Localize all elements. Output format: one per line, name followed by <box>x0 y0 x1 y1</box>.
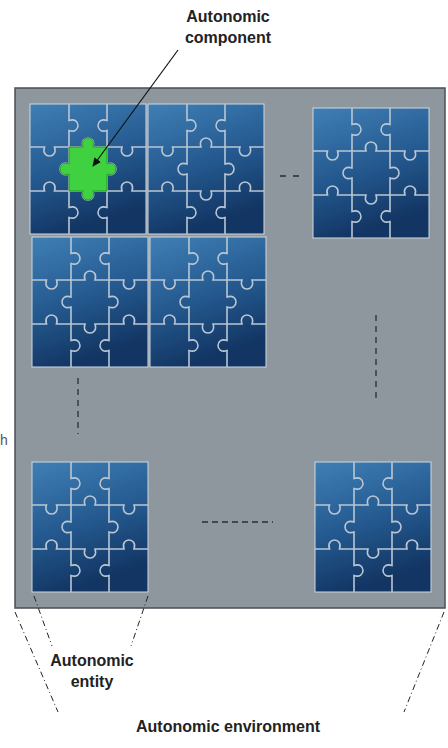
environment-panel <box>15 88 445 608</box>
bracket-lines <box>15 596 444 712</box>
callout-label: Autonomic environment <box>98 716 358 737</box>
puzzle-tile <box>32 237 148 367</box>
callout-label: Autonomic component <box>168 6 288 48</box>
puzzle-tile <box>30 104 146 234</box>
continuation-dashes <box>78 176 376 522</box>
leader-arrow <box>93 50 178 166</box>
puzzle-tile <box>315 462 431 592</box>
puzzle-tile <box>148 104 264 234</box>
puzzle-tile <box>32 462 148 592</box>
stray-text: h <box>0 430 20 451</box>
callout-label: Autonomic entity <box>37 650 147 692</box>
puzzle-tile <box>313 108 429 238</box>
puzzle-tile <box>150 237 266 367</box>
component-piece <box>60 138 116 200</box>
